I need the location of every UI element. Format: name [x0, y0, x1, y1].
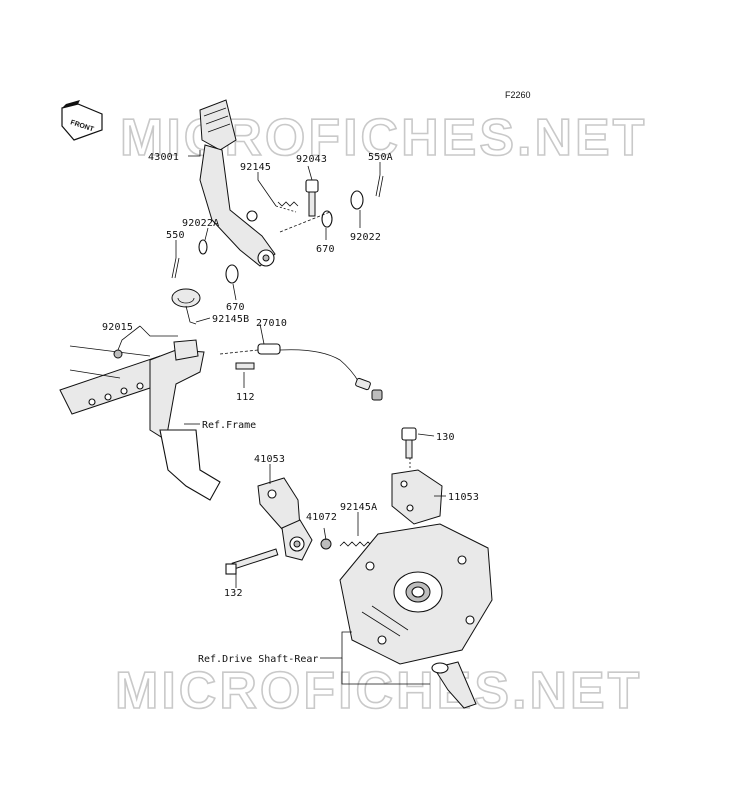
frame-section	[59, 339, 255, 501]
callout-92043: 92043	[296, 154, 327, 165]
ref-drive-shaft-rear: Ref.Drive Shaft-Rear	[198, 654, 318, 665]
callout-670-lower: 670	[226, 302, 245, 313]
ref-frame: Ref.Frame	[202, 420, 256, 431]
callout-112: 112	[236, 392, 255, 403]
callout-41053: 41053	[254, 454, 285, 465]
callout-27010: 27010	[256, 318, 287, 329]
callout-92015: 92015	[102, 322, 133, 333]
figure-code: F2260	[505, 90, 531, 100]
brake-pedal	[199, 99, 276, 267]
leader-lines	[117, 150, 446, 685]
brake-cable	[219, 343, 383, 401]
callout-92145B: 92145B	[212, 314, 249, 325]
callout-92145A: 92145A	[340, 502, 377, 513]
return-spring	[171, 288, 201, 325]
pedal-hardware	[171, 174, 384, 284]
mount-bracket	[391, 427, 443, 525]
watermark-bottom: MICROFICHES.NET	[115, 662, 642, 720]
drive-shaft-housing	[339, 523, 493, 709]
callout-92145: 92145	[240, 162, 271, 173]
callout-670-upper: 670	[316, 244, 335, 255]
callout-11053: 11053	[448, 492, 479, 503]
front-arrow-icon: FRONT	[61, 100, 103, 141]
callout-550A: 550A	[368, 152, 393, 163]
callout-550: 550	[166, 230, 185, 241]
callout-92022A: 92022A	[182, 218, 219, 229]
callout-41072: 41072	[306, 512, 337, 523]
brake-lever	[225, 477, 373, 575]
callout-130: 130	[436, 432, 455, 443]
callout-43001: 43001	[148, 152, 179, 163]
callout-92022: 92022	[350, 232, 381, 243]
callout-132: 132	[224, 588, 243, 599]
